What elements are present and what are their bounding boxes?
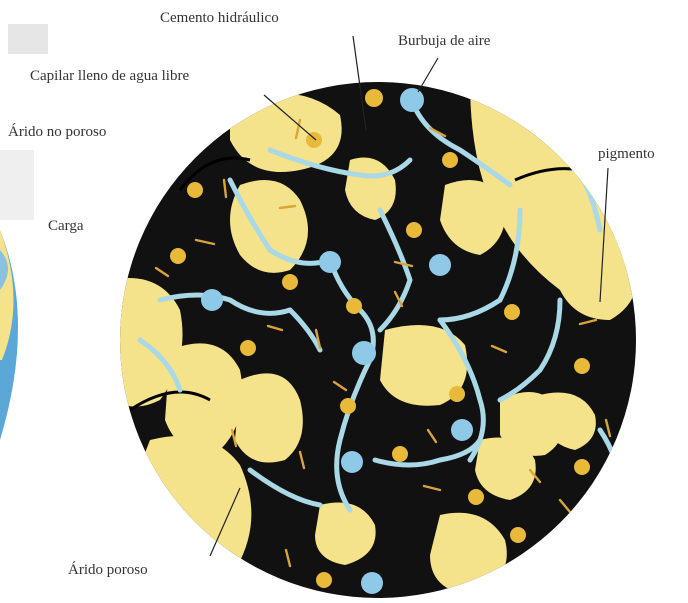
cement-matrix bbox=[100, 70, 660, 603]
label-cemento-hidraulico: Cemento hidráulico bbox=[160, 10, 279, 27]
concrete-cross-section bbox=[100, 70, 660, 603]
label-burbuja-de-aire: Burbuja de aire bbox=[398, 33, 490, 50]
label-arido-no-poroso: Árido no poroso bbox=[8, 124, 106, 141]
label-arido-poroso: Árido poroso bbox=[68, 562, 148, 579]
label-capilar: Capilar lleno de agua libre bbox=[30, 68, 189, 85]
label-carga: Carga bbox=[48, 218, 84, 235]
label-pigmento: pigmento bbox=[598, 146, 655, 163]
neighbor-circle-fragment bbox=[0, 230, 18, 440]
